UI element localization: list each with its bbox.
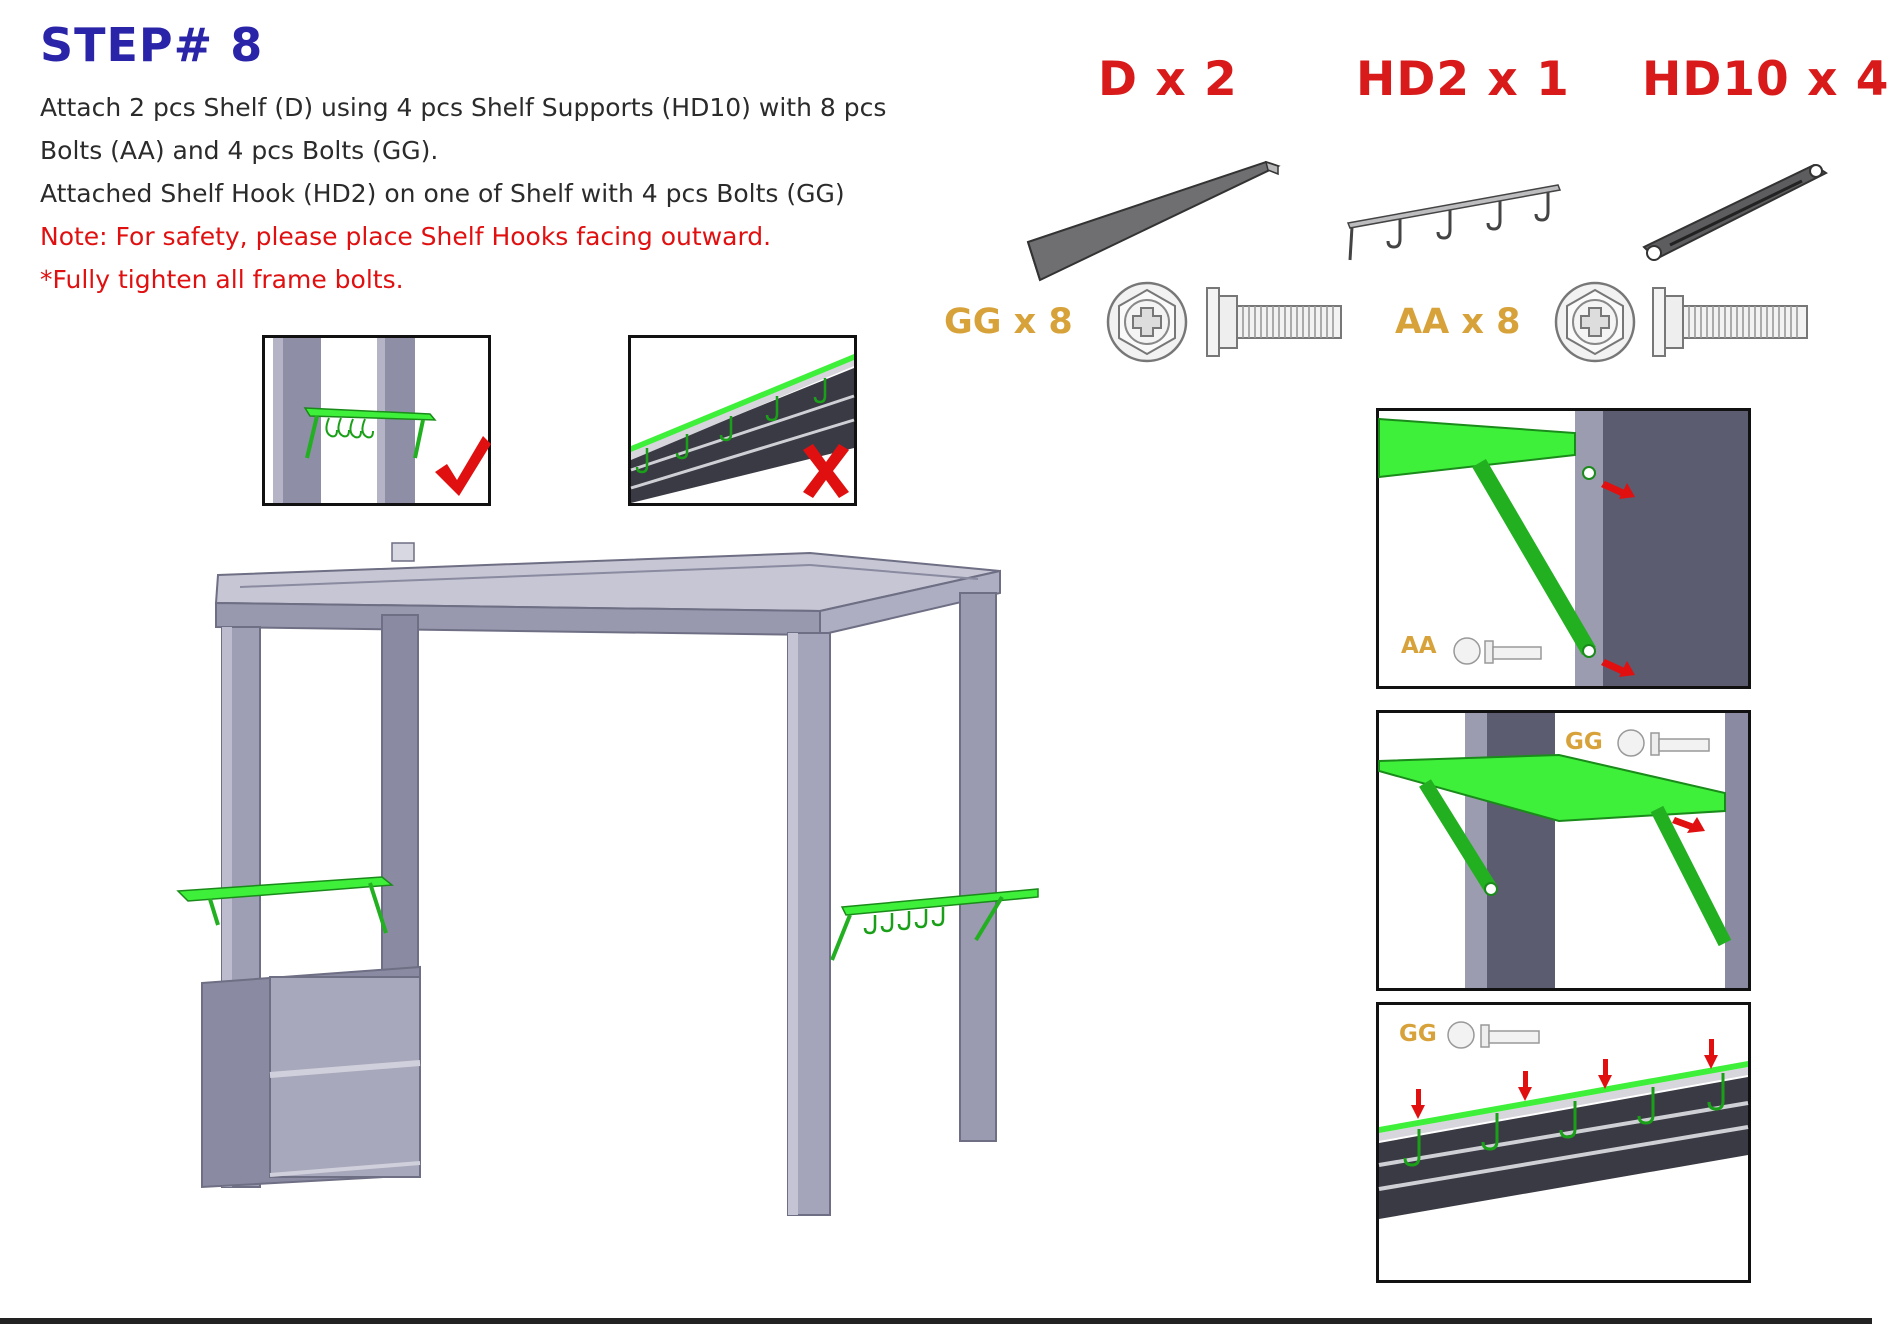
part-hd10-count: HD10 x 4 [1642, 52, 1890, 107]
check-mark-icon [435, 436, 491, 496]
page-bottom-rule [0, 1318, 1872, 1324]
part-hd2-count: HD2 x 1 [1356, 52, 1570, 107]
hook-detail-bolt-label: GG [1399, 1021, 1437, 1047]
step-title: STEP# 8 [40, 18, 264, 72]
correct-orientation-box [262, 335, 491, 506]
support-detail-bolt-label: AA [1401, 633, 1437, 659]
bolt-gg-label: GG x 8 [944, 302, 1073, 342]
bolt-aa-icon [1554, 281, 1808, 363]
cross-mark-icon [803, 444, 849, 498]
shelf-hook-part-icon [1346, 184, 1562, 261]
hook-detail-box: GG [1376, 1002, 1751, 1283]
shelf-support-part-icon [1642, 163, 1828, 261]
bolt-gg-icon [1106, 281, 1342, 363]
instruction-line: Bolts (AA) and 4 pcs Bolts (GG). [40, 136, 439, 165]
frame-assembly-illustration [176, 542, 1039, 1216]
shelf-detail-box: GG [1376, 710, 1751, 991]
instructions-block: Attach 2 pcs Shelf (D) using 4 pcs Shelf… [40, 86, 940, 301]
shelf-detail-bolt-label: GG [1565, 729, 1603, 755]
incorrect-orientation-box [628, 335, 857, 506]
tighten-note: *Fully tighten all frame bolts. [40, 265, 404, 294]
bolt-aa-label: AA x 8 [1395, 302, 1521, 342]
part-d-count: D x 2 [1098, 52, 1238, 107]
support-detail-box: AA [1376, 408, 1751, 689]
shelf-part-icon [1026, 160, 1281, 282]
instruction-line: Attach 2 pcs Shelf (D) using 4 pcs Shelf… [40, 93, 887, 122]
safety-note: Note: For safety, please place Shelf Hoo… [40, 222, 772, 251]
instruction-line: Attached Shelf Hook (HD2) on one of Shel… [40, 179, 845, 208]
